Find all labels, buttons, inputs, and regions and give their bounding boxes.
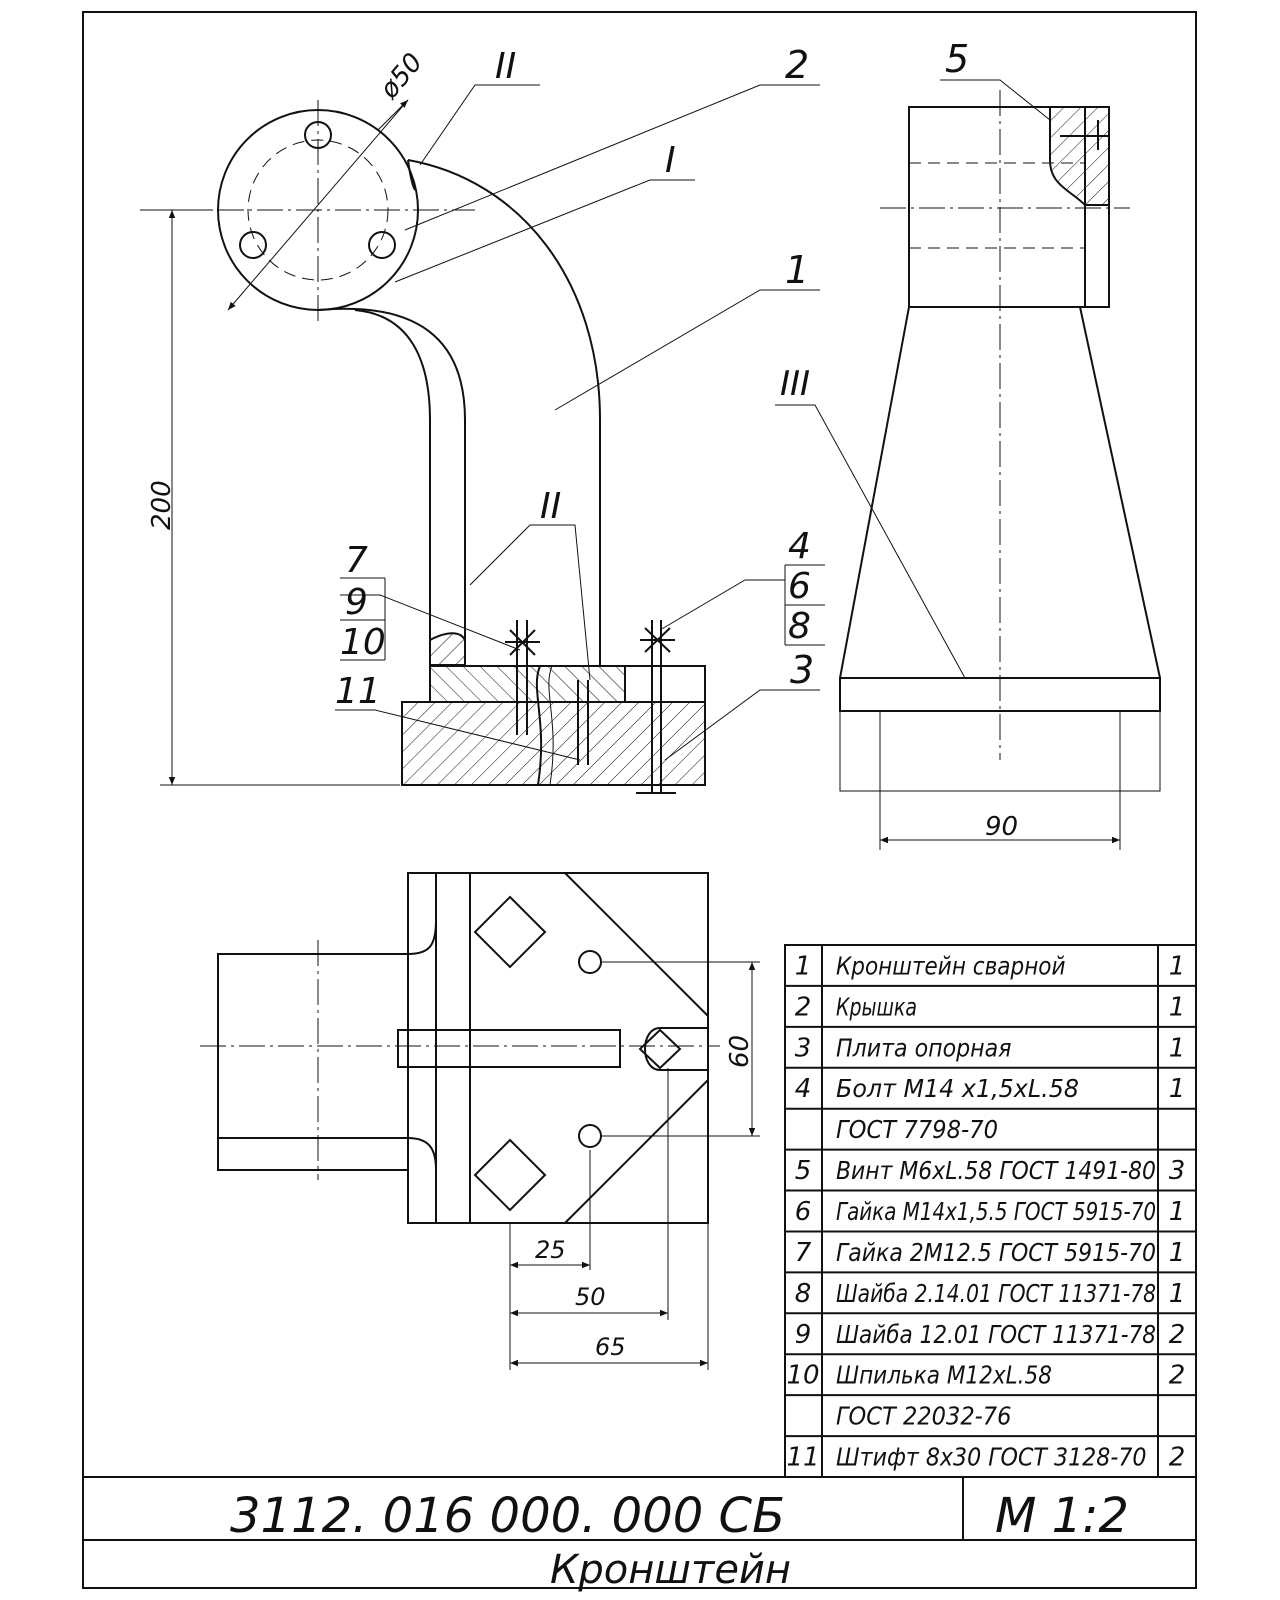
parts-row-pos: 8 xyxy=(795,1279,812,1309)
parts-row-name: Гайка 2М12.5 ГОСТ 5915-70 xyxy=(836,1238,1156,1267)
parts-row-qty: 2 xyxy=(1169,1320,1186,1350)
dim-60: 60 xyxy=(725,1035,755,1068)
side-taper-left xyxy=(839,306,910,679)
parts-row-name: Крышка xyxy=(836,992,917,1021)
side-taper-right xyxy=(1079,306,1161,679)
parts-list-rows: 1 Кронштейн сварной 1 2 Крышка 1 3 Плита опорна… xyxy=(786,951,1185,1472)
dim-65: 65 xyxy=(595,1333,626,1361)
top-view xyxy=(200,872,760,1370)
label-3: 3 xyxy=(790,648,814,692)
parts-row-name: Шайба 12.01 ГОСТ 11371-78 xyxy=(836,1320,1156,1349)
label-8: 8 xyxy=(788,606,811,647)
title-block xyxy=(83,1476,1196,1541)
parts-row-pos: 1 xyxy=(795,951,812,981)
drawing-frame xyxy=(82,11,1197,1589)
front-view xyxy=(140,99,706,794)
label-6: 6 xyxy=(788,566,811,607)
parts-row-qty: 1 xyxy=(1169,1238,1186,1268)
parts-row-pos: 7 xyxy=(795,1238,812,1268)
drawing-title: Кронштейн xyxy=(550,1547,791,1593)
parts-row-pos: 2 xyxy=(795,992,812,1022)
parts-row-name: Кронштейн сварной xyxy=(836,951,1066,980)
dim-50: 50 xyxy=(575,1283,606,1311)
bolt-hole-right xyxy=(368,231,396,259)
parts-row-qty: 1 xyxy=(1169,992,1186,1022)
drawing-designation: 3112. 016 000. 000 СБ xyxy=(230,1488,785,1544)
side-view xyxy=(839,90,1161,850)
parts-row-pos: 10 xyxy=(786,1361,819,1391)
label-11: 11 xyxy=(335,671,381,712)
parts-row-qty: 1 xyxy=(1169,1033,1186,1063)
parts-row-name: ГОСТ 7798-70 xyxy=(836,1115,998,1144)
label-weld-II-top: II xyxy=(495,46,516,87)
parts-row-pos: 5 xyxy=(795,1156,812,1186)
parts-row-pos: 3 xyxy=(795,1033,812,1063)
label-weld-I: I xyxy=(665,140,676,181)
leaders xyxy=(335,79,1051,761)
parts-row-name: Винт М6хL.58 ГОСТ 1491-80 xyxy=(836,1156,1156,1185)
parts-row-qty: 1 xyxy=(1169,1074,1186,1104)
parts-row-name: Болт М14 х1,5хL.58 xyxy=(836,1074,1079,1103)
dim-height: 200 xyxy=(147,480,177,530)
parts-row-name: Шайба 2.14.01 ГОСТ 11371-78 xyxy=(836,1279,1156,1308)
dim-25: 25 xyxy=(535,1236,566,1264)
parts-row-qty: 2 xyxy=(1169,1361,1186,1391)
label-2: 2 xyxy=(785,43,809,87)
drawing-scale: М 1:2 xyxy=(995,1488,1129,1544)
dim-diameter: ø50 xyxy=(374,48,429,106)
parts-row-qty: 1 xyxy=(1169,1197,1186,1227)
bolt-hole-left xyxy=(239,231,267,259)
parts-row-name: Плита опорная xyxy=(836,1033,1012,1062)
parts-row-name: Штифт 8х30 ГОСТ 3128-70 xyxy=(836,1443,1147,1472)
label-9: 9 xyxy=(345,582,368,623)
parts-row-name: Гайка М14х1,5.5 ГОСТ 5915-70 xyxy=(836,1197,1156,1226)
bracket-inner-contour xyxy=(317,307,466,665)
parts-row-name: ГОСТ 22032-76 xyxy=(836,1402,1012,1431)
parts-row-qty: 1 xyxy=(1169,951,1186,981)
parts-row-qty: 3 xyxy=(1169,1156,1186,1186)
bracket-outer-contour xyxy=(407,159,601,665)
parts-row-name: Шпилька М12хL.58 xyxy=(836,1361,1052,1390)
label-10: 10 xyxy=(340,622,386,663)
parts-row-pos: 6 xyxy=(795,1197,812,1227)
parts-row-qty: 2 xyxy=(1169,1443,1186,1473)
label-weld-III: III xyxy=(780,364,810,404)
parts-row-pos: 4 xyxy=(795,1074,812,1104)
label-4: 4 xyxy=(788,526,811,567)
label-weld-II-mid: II xyxy=(540,486,561,527)
parts-row-qty: 1 xyxy=(1169,1279,1186,1309)
label-5: 5 xyxy=(945,37,969,81)
label-1: 1 xyxy=(785,248,809,292)
parts-row-pos: 11 xyxy=(786,1443,819,1473)
parts-row-pos: 9 xyxy=(795,1320,812,1350)
dim-width-side: 90 xyxy=(985,812,1018,842)
label-7: 7 xyxy=(345,540,368,581)
